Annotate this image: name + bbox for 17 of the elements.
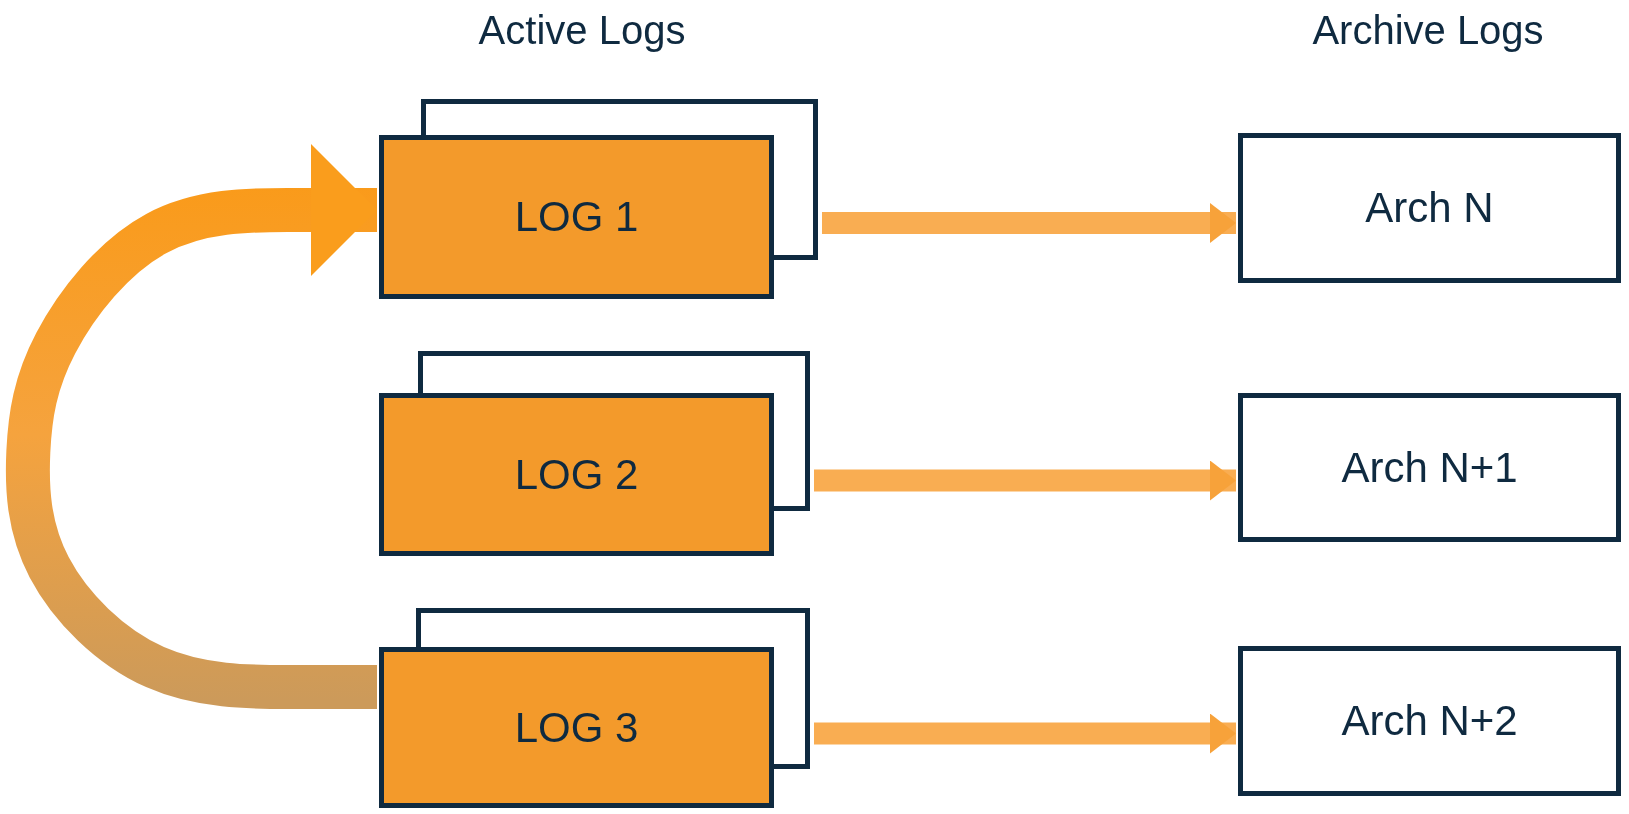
box-label: LOG 1: [514, 193, 639, 241]
log-box: [379, 393, 774, 556]
arrow: [822, 203, 1236, 243]
column-heading: Active Logs: [478, 8, 686, 53]
archive-box: [1238, 133, 1621, 283]
archive-box: [1238, 646, 1621, 796]
log-box: [379, 647, 774, 808]
box-label: LOG 2: [514, 450, 639, 499]
box-label: Arch N: [1365, 184, 1494, 232]
column-heading: Archive Logs: [1312, 8, 1544, 53]
log-box: [379, 135, 774, 299]
box-label: LOG 3: [514, 703, 639, 752]
arrow: [814, 460, 1236, 501]
archive-box: [1238, 393, 1621, 542]
box-label: Arch N+1: [1341, 443, 1518, 492]
box-label: Arch N+2: [1341, 697, 1518, 745]
arrow: [814, 713, 1236, 754]
